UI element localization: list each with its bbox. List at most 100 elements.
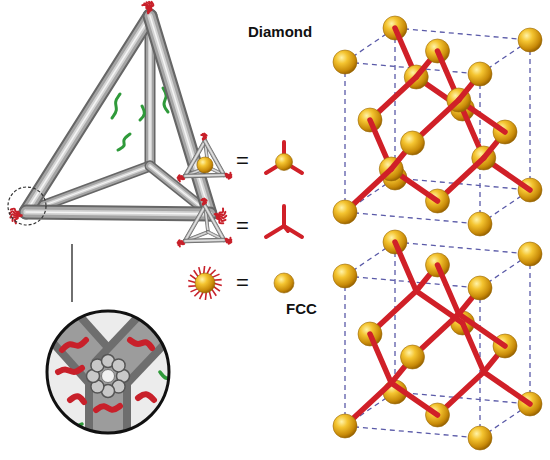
linker-strand <box>150 318 164 324</box>
sticky-end <box>138 394 154 400</box>
tetrapod-arm <box>282 206 286 226</box>
label-box: FCC <box>286 300 317 317</box>
helix-bundle <box>205 141 224 175</box>
label-box: = <box>236 270 249 296</box>
gold-nanoparticle <box>333 50 357 74</box>
sticky-end <box>178 240 183 244</box>
helix-bundle <box>205 206 224 240</box>
gold-nanoparticle <box>401 345 425 369</box>
vertex-closeup <box>40 300 180 450</box>
helix-bundle <box>150 16 210 214</box>
sticky-end <box>201 200 205 205</box>
helix-bundle <box>150 16 210 214</box>
unit-cell-edge <box>529 254 530 404</box>
helix-bundle <box>26 16 150 212</box>
helix-bundle <box>26 212 210 214</box>
linker-strand <box>112 94 120 118</box>
helix-bundle <box>26 16 150 212</box>
tetrapod-arm <box>459 314 505 346</box>
unit-cell-edge <box>395 242 530 254</box>
helix-bundle <box>185 206 205 241</box>
label-box: = <box>236 213 249 239</box>
particle-icon <box>274 273 294 293</box>
gold-nanoparticle <box>518 242 542 266</box>
helix-bundle <box>205 141 224 175</box>
diamond-lattice <box>333 16 542 236</box>
sticky-end <box>142 5 149 13</box>
lattice-label: FCC <box>286 300 317 317</box>
helix-bundle <box>185 141 205 176</box>
sticky-end <box>96 406 120 410</box>
helix-bundle <box>26 212 210 214</box>
helix-bundle <box>205 141 224 175</box>
linker-strand <box>118 134 130 150</box>
helix-bundle <box>185 240 224 241</box>
closeup-content <box>40 300 180 450</box>
helix-section <box>112 359 125 372</box>
sticky-end <box>226 174 231 179</box>
helix-bundle <box>185 206 205 241</box>
unit-cell-edge <box>344 62 345 212</box>
helix-bundle <box>185 141 205 176</box>
tetrapod-arm <box>484 372 530 404</box>
label-box: = <box>236 148 249 174</box>
unit-cell-edge <box>394 28 395 178</box>
helix-bundle <box>185 206 205 241</box>
zoom-marker <box>8 187 46 225</box>
helix-bundle <box>185 175 224 176</box>
tetrapod-arm <box>438 265 459 314</box>
sticky-end <box>178 175 183 179</box>
equals-sign: = <box>236 148 249 174</box>
tetrapod-arm <box>284 226 302 237</box>
helix-bundle <box>185 175 224 176</box>
gold-nanoparticle <box>333 414 357 438</box>
gold-nanoparticle <box>468 276 492 300</box>
fcc-lattice <box>333 230 542 450</box>
sticky-end <box>62 340 86 350</box>
gold-nanoparticle <box>333 200 357 224</box>
unit-cell-edge <box>344 276 345 426</box>
unit-cell-edge <box>394 242 395 392</box>
sticky-end <box>58 368 82 372</box>
gold-nanoparticle <box>401 131 425 155</box>
tetrapod-arm <box>391 383 437 415</box>
helix-bundle <box>185 240 224 241</box>
gold-nanoparticle <box>197 157 213 173</box>
gold-nanoparticle <box>468 62 492 86</box>
tetrapod-arm <box>395 242 416 291</box>
helix-bundle <box>185 206 205 241</box>
lattice-label: Diamond <box>248 23 312 40</box>
sticky-end <box>11 209 19 216</box>
gold-nanoparticle <box>333 264 357 288</box>
tetrapod-icon <box>266 142 302 173</box>
sticky-end <box>130 340 152 348</box>
helix-bundle <box>205 206 224 240</box>
helix-bundle <box>26 16 150 212</box>
sticky-end <box>217 215 224 223</box>
sticky-end <box>70 396 84 402</box>
gold-nanoparticle <box>518 28 542 52</box>
linker-strand <box>140 106 144 120</box>
unit-cell-edge <box>529 40 530 190</box>
tetrapod-icon <box>266 206 302 237</box>
tetrapod-arm <box>370 334 391 383</box>
unit-cell-edge <box>345 426 480 438</box>
helix-bundle <box>185 240 224 241</box>
unit-cell-edge <box>345 212 480 224</box>
helix-bundle <box>26 212 210 214</box>
sticky-end <box>201 135 205 140</box>
helix-bundle <box>185 141 205 176</box>
helix-bundle <box>26 212 210 214</box>
gold-nanoparticle <box>276 154 293 171</box>
helix-bundle <box>85 376 131 450</box>
helix-section <box>102 370 115 383</box>
tetrapod-arm <box>266 226 284 237</box>
sticky-end <box>226 239 231 244</box>
helix-bundle <box>185 175 224 176</box>
helix-bundle <box>150 16 210 214</box>
helix-bundle <box>185 240 224 241</box>
gold-nanoparticle <box>274 273 294 293</box>
label-box: Diamond <box>248 23 312 40</box>
equals-sign: = <box>236 213 249 239</box>
